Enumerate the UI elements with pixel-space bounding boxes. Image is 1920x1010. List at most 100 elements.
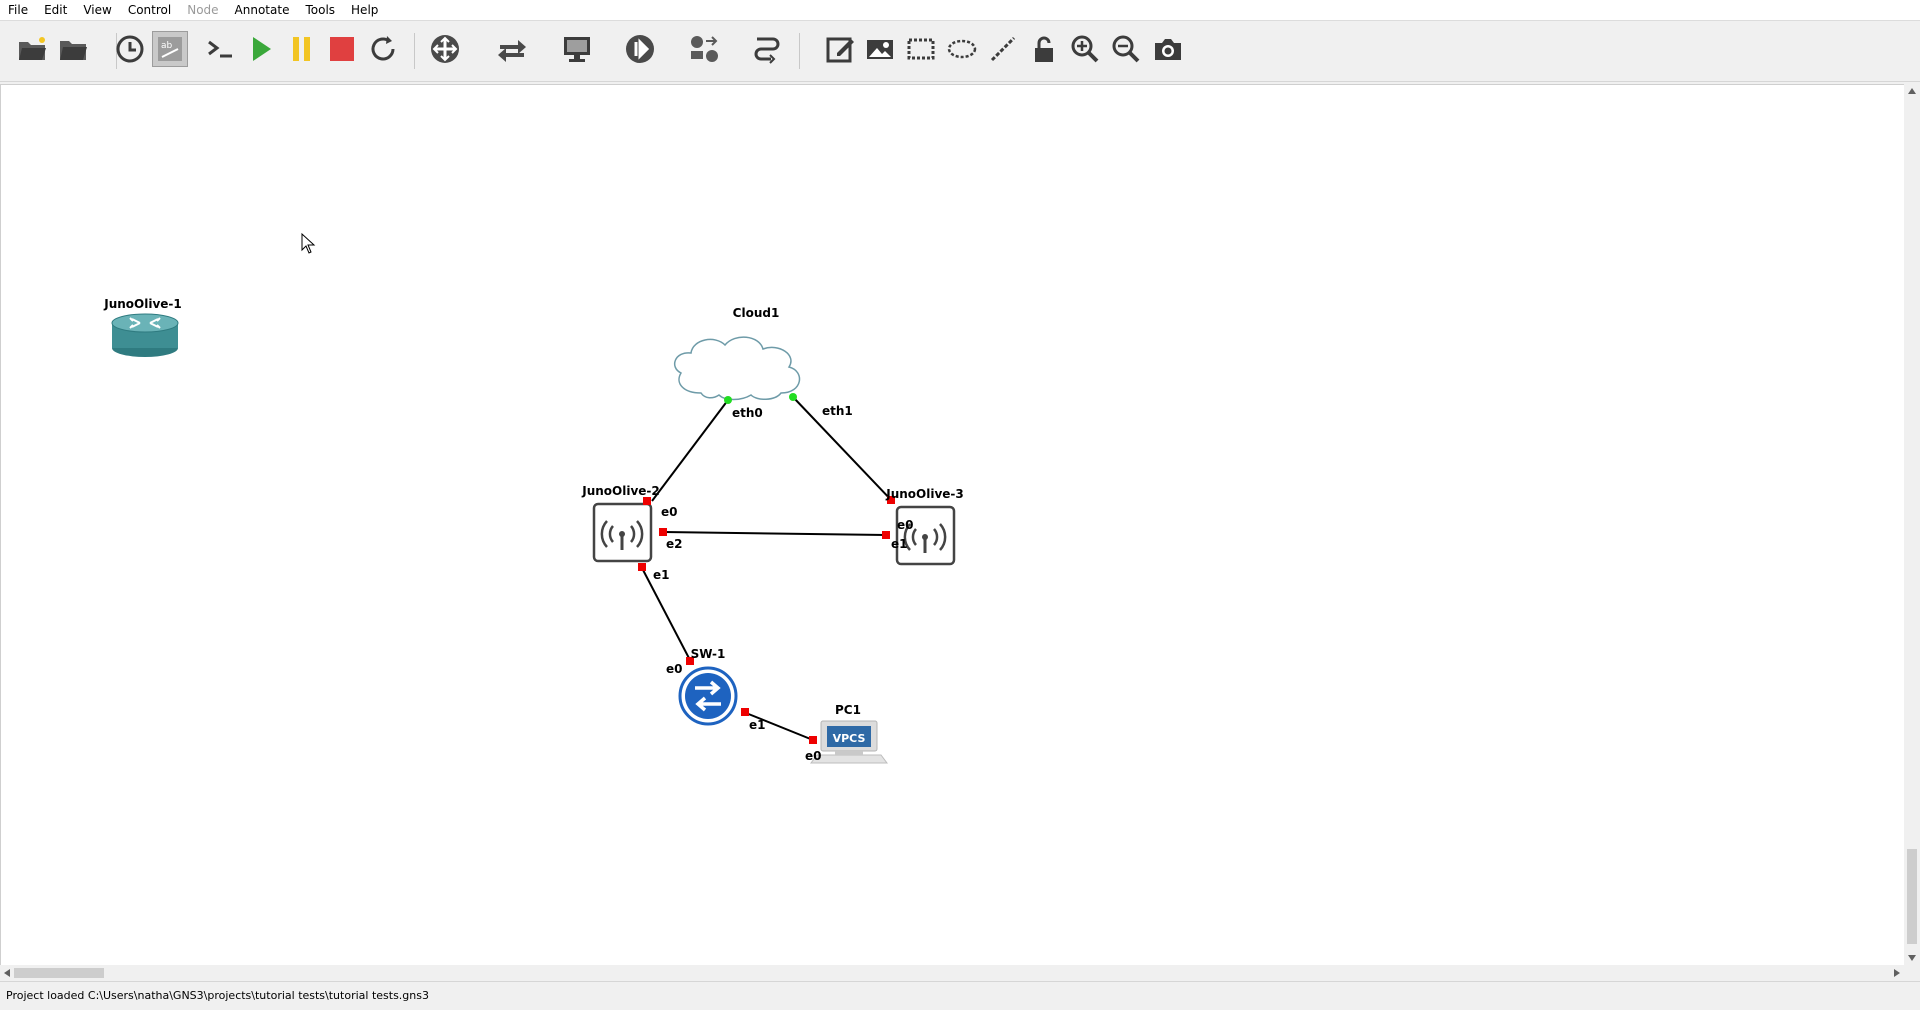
zoom-in-button[interactable] [1067,31,1103,67]
browse-security-icon [626,35,654,63]
node-sw1[interactable] [678,666,738,726]
console-button[interactable] [202,31,238,67]
port-j2-e1[interactable] [638,563,646,571]
browse-all-devices-button[interactable] [686,31,722,67]
scroll-right-icon[interactable] [1894,969,1900,977]
port-pc-e0[interactable] [809,736,817,744]
toolbar-separator [799,33,800,69]
add-link-icon [754,37,780,64]
node-junoolive3[interactable] [895,505,956,566]
label-pc1[interactable]: PC1 [835,703,861,717]
menu-tools[interactable]: Tools [305,3,336,17]
port-j2-e2[interactable] [659,528,667,536]
add-note-icon [826,37,854,63]
open-folder-button[interactable] [55,31,91,67]
label-junoolive2[interactable]: JunoOlive-2 [581,484,660,498]
port-label-cloud-eth0: eth0 [732,406,763,420]
horizontal-scrollbar[interactable] [0,965,1904,981]
port-label-sw-e1: e1 [749,718,766,732]
stop-button[interactable] [324,31,360,67]
suspend-icon [293,37,310,61]
suspend-button[interactable] [283,31,319,67]
node-junoolive2[interactable] [592,502,653,563]
scroll-left-icon[interactable] [4,969,10,977]
port-label-pc-e0: e0 [805,749,822,763]
port-cloud-eth0[interactable] [724,396,732,404]
scroll-down-icon[interactable] [1908,955,1916,961]
browse-switches-button[interactable] [494,31,530,67]
lock-icon [1035,36,1053,62]
link-cloud-junoolive2[interactable] [651,399,729,502]
reload-icon [371,36,395,61]
vertical-scroll-thumb[interactable] [1907,849,1917,944]
zoom-out-button[interactable] [1108,31,1144,67]
pc1-screen-label: VPCS [833,732,866,745]
draw-rectangle-icon [907,38,935,60]
port-j2-e0[interactable] [643,497,651,505]
menu-help[interactable]: Help [351,3,379,17]
browse-security-button[interactable] [622,31,658,67]
show-interface-labels-button[interactable]: ab [152,31,188,67]
vertical-scrollbar[interactable] [1904,84,1920,965]
menu-control[interactable]: Control [127,3,172,17]
insert-picture-button[interactable] [862,31,898,67]
browse-end-devices-button[interactable] [559,31,595,67]
link-sw1-pc1[interactable] [745,712,814,741]
console-icon [208,40,232,58]
lock-button[interactable] [1026,31,1062,67]
port-sw-e1[interactable] [741,708,749,716]
insert-picture-icon [867,40,893,59]
show-interface-labels-icon: ab [158,37,182,61]
port-cloud-eth1[interactable] [789,393,797,401]
draw-ellipse-button[interactable] [944,31,980,67]
link-cloud-junoolive3[interactable] [792,396,894,503]
label-junoolive3[interactable]: JunoOlive-3 [885,487,964,501]
screenshot-button[interactable] [1150,31,1186,67]
port-label-j3-e0: e0 [897,518,914,532]
start-icon [253,37,271,61]
snapshot-button[interactable] [112,31,148,67]
menu-node[interactable]: Node [187,3,219,17]
menu-file[interactable]: File [8,3,29,17]
start-button[interactable] [243,31,279,67]
link-junoolive2-sw1[interactable] [641,567,692,663]
toolbar: ab [0,21,1920,82]
draw-line-button[interactable] [985,31,1021,67]
node-junoolive1[interactable] [111,313,179,357]
add-note-button[interactable] [822,31,858,67]
node-cloud1[interactable] [673,336,801,401]
menu-edit[interactable]: Edit [44,3,68,17]
scroll-up-icon[interactable] [1908,88,1916,94]
node-pc1[interactable] [810,720,888,764]
browse-all-devices-icon [691,36,718,62]
port-j3-e0[interactable] [887,496,895,504]
browse-routers-icon [431,35,459,63]
link-junoolive2-junoolive3[interactable] [663,531,887,536]
horizontal-scroll-thumb[interactable] [14,968,104,978]
reload-button[interactable] [365,31,401,67]
zoom-in-icon [1071,35,1099,63]
label-junoolive1[interactable]: JunoOlive-1 [103,297,182,311]
menu-bar: File Edit View Control Node Annotate Too… [0,0,1920,21]
port-sw-e0[interactable] [686,657,694,665]
menu-view[interactable]: View [83,3,112,17]
label-cloud1[interactable]: Cloud1 [733,306,780,320]
scrollbar-corner [1904,965,1920,981]
toolbar-separator [116,33,117,69]
port-label-j2-e2: e2 [666,537,683,551]
port-label-j2-e0: e0 [661,505,678,519]
draw-rectangle-button[interactable] [903,31,939,67]
port-j3-e1[interactable] [882,531,890,539]
menu-annotate[interactable]: Annotate [234,3,290,17]
label-sw1[interactable]: SW-1 [691,647,726,661]
browse-switches-icon [498,40,526,62]
browse-routers-button[interactable] [427,31,463,67]
topology-canvas[interactable]: VPCS JunoOlive-1 Cloud1 JunoOlive-2 Juno… [0,84,1905,966]
add-link-button[interactable] [749,31,785,67]
draw-ellipse-icon [947,39,977,59]
screenshot-icon [1155,39,1181,60]
open-project-button[interactable] [14,31,50,67]
browse-end-devices-icon [564,37,590,62]
svg-text:ab: ab [161,41,173,51]
open-project-icon [19,37,46,60]
